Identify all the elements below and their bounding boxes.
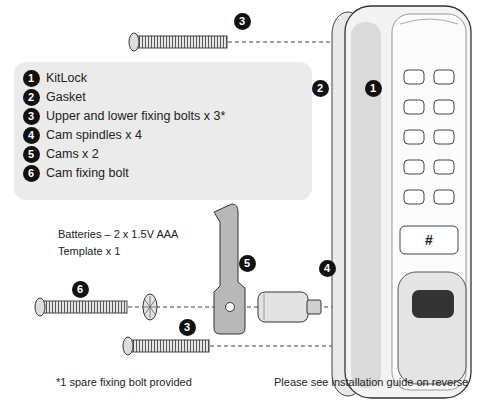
parts-panel [14,62,312,200]
guide-line [228,42,334,43]
part-label: Batteries – 2 x 1.5V AAA [58,228,178,241]
callout-number: 1 [23,70,40,87]
callout-number: 5 [23,146,40,163]
part-label: Cam fixing bolt [46,166,129,180]
cam-fixing-bolt [35,298,127,316]
callout-number: 2 [312,80,329,97]
callout-number: 3 [23,108,40,125]
key-symbol: # [425,233,433,247]
star-washer [143,294,157,320]
part-label: Cam spindles x 4 [46,128,142,142]
part-label: Gasket [46,90,86,104]
part-label: Cams x 2 [46,147,99,161]
part-label: Template x 1 [58,245,120,258]
callout-number: 3 [234,13,251,30]
callout-number: 3 [179,319,196,336]
part-label: KitLock [46,71,87,85]
part-label: Please see installation guide on reverse [274,376,468,389]
kitlock-body [345,6,471,398]
fixing-bolt [123,337,209,355]
guide-line [210,346,346,347]
callout-number: 1 [365,80,382,97]
callout-number: 5 [239,255,256,272]
cam-spindle [258,292,321,322]
callout-number: 6 [23,165,40,182]
part-label: Upper and lower fixing bolts x 3* [46,109,225,123]
part-label: *1 spare fixing bolt provided [56,376,192,389]
callout-number: 2 [23,89,40,106]
callout-number: 6 [72,281,89,298]
callout-number: 4 [319,260,336,277]
fixing-bolt [129,33,227,51]
callout-number: 4 [23,127,40,144]
